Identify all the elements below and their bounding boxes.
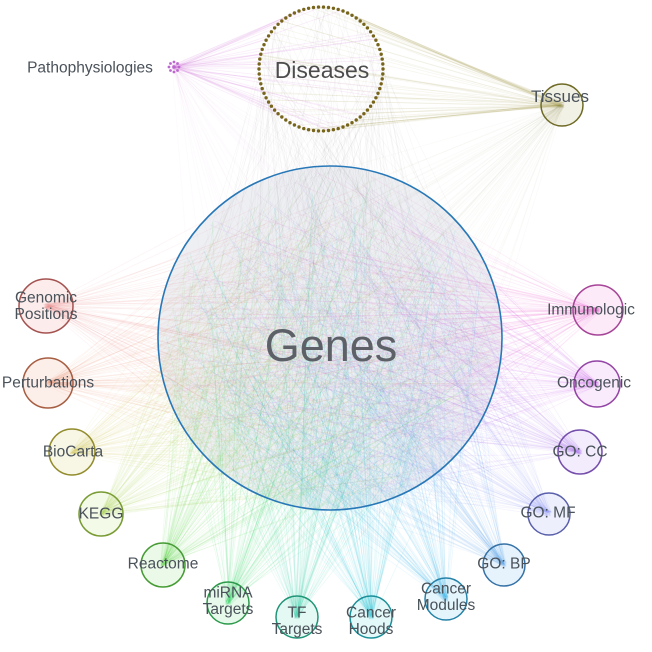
node-reactome[interactable] xyxy=(140,542,186,588)
label-go_mf: GO: MF xyxy=(520,504,575,521)
label-biocarta: BioCarta xyxy=(43,443,104,460)
node-genomic_positions[interactable] xyxy=(18,278,74,334)
edge-bundle-genes-oncogenic xyxy=(168,180,600,490)
node-diseases[interactable] xyxy=(257,5,385,133)
edge-bundle-genes-cancer_modules xyxy=(167,187,481,602)
edge-bundle-genes-go_cc xyxy=(166,193,583,492)
node-oncogenic[interactable] xyxy=(573,360,621,408)
edge-bundle-tissues-genes xyxy=(163,102,565,486)
edge-bundle-genes-mirna_targets xyxy=(165,180,495,606)
edge-bundle-genes-immunologic xyxy=(169,172,601,494)
node-biocarta[interactable] xyxy=(48,428,96,476)
edge-bundle-genes-perturbations xyxy=(45,191,493,500)
label-pathophysiologies: Pathophysiologies xyxy=(27,59,153,76)
label-go_bp: GO: BP xyxy=(477,555,530,572)
node-genes-fill xyxy=(158,166,502,510)
node-go_cc[interactable] xyxy=(557,429,603,475)
node-perturbations[interactable] xyxy=(22,357,74,409)
edge-bundle-genes-genomic_positions xyxy=(43,185,487,489)
edge-bundle-genes-kegg xyxy=(98,204,492,517)
node-kegg[interactable] xyxy=(78,491,124,537)
edge-bundle-genes-reactome xyxy=(160,172,493,568)
edge-bundle-diseases-tissues xyxy=(258,6,565,132)
node-tf_targets[interactable] xyxy=(275,595,319,639)
edge-layer xyxy=(43,6,601,620)
node-cancer_hoods[interactable] xyxy=(349,595,393,639)
edge-bundle-pathophysiologies-genes xyxy=(171,64,478,479)
label-perturbations: Perturbations xyxy=(2,374,94,391)
node-immunologic[interactable] xyxy=(572,284,624,336)
edge-bundle-genes-cancer_hoods xyxy=(173,187,459,620)
node-pathophysiologies[interactable] xyxy=(167,60,181,74)
node-cancer_modules[interactable] xyxy=(424,577,468,621)
node-go_bp[interactable] xyxy=(482,543,526,587)
node-tissues[interactable] xyxy=(540,83,584,127)
label-reactome: Reactome xyxy=(128,555,199,572)
node-go_mf[interactable] xyxy=(527,492,571,536)
label-diseases: Diseases xyxy=(275,57,370,83)
label-layer: Genes Diseases PathophysiologiesTissuesGen… xyxy=(2,57,635,638)
node-layer xyxy=(18,5,624,639)
label-go_cc: GO: CC xyxy=(552,443,607,460)
edge-bundle-genes-go_mf xyxy=(179,179,552,517)
hub-fill-layer xyxy=(158,166,502,510)
edge-bundle-diseases-pathophysiologies xyxy=(171,6,384,131)
node-genes[interactable] xyxy=(157,165,503,511)
label-immunologic: Immunologic xyxy=(547,301,635,318)
label-tissues: Tissues xyxy=(531,87,589,106)
label-kegg: KEGG xyxy=(79,505,124,522)
label-genes: Genes xyxy=(265,320,398,371)
label-oncogenic: Oncogenic xyxy=(557,374,631,391)
edge-bundle-genes-biocarta xyxy=(69,176,484,494)
node-mirna_targets[interactable] xyxy=(206,581,250,625)
